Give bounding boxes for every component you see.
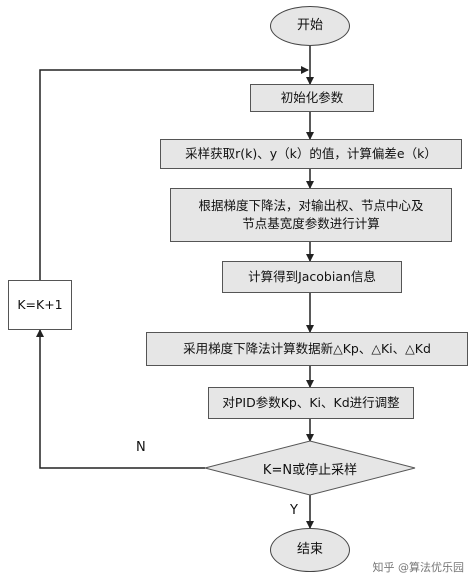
watermark: 知乎 @算法优乐园 [373, 559, 465, 575]
init-params-box: 初始化参数 [250, 84, 374, 112]
sample-compute-error-box: 采样获取r(k)、y（k）的值，计算偏差e（k） [160, 139, 462, 169]
sample-compute-error-label: 采样获取r(k)、y（k）的值，计算偏差e（k） [185, 146, 437, 161]
jacobian-box: 计算得到Jacobian信息 [222, 261, 402, 293]
arrow-increment-loopback [39, 66, 309, 280]
end-node-label: 结束 [296, 542, 323, 557]
end-node: 结束 [270, 528, 350, 572]
init-params-label: 初始化参数 [280, 90, 344, 105]
jacobian-label: 计算得到Jacobian信息 [248, 269, 376, 284]
start-node: 开始 [270, 6, 350, 46]
increment-k-label: K=K+1 [17, 297, 63, 312]
adjust-pid-label: 对PID参数Kp、Ki、Kd进行调整 [222, 395, 400, 410]
gradient-descent-box: 根据梯度下降法，对输出权、节点中心及 节点基宽度参数进行计算 [170, 188, 452, 242]
increment-k-box: K=K+1 [8, 280, 72, 330]
update-gains-label: 采用梯度下降法计算数据新△Kp、△Ki、△Kd [183, 341, 431, 356]
start-node-label: 开始 [296, 18, 323, 33]
gradient-descent-label-line1: 根据梯度下降法，对输出权、节点中心及 [198, 198, 424, 213]
decision-label: K=N或停止采样 [262, 463, 358, 478]
gradient-descent-label-line2: 节点基宽度参数进行计算 [242, 216, 380, 231]
adjust-pid-box: 对PID参数Kp、Ki、Kd进行调整 [208, 387, 414, 419]
decision-diamond [204, 440, 416, 496]
update-gains-box: 采用梯度下降法计算数据新△Kp、△Ki、△Kd [146, 332, 468, 366]
no-branch-label: N [136, 440, 146, 455]
arrow-decision-increment [36, 329, 205, 469]
yes-branch-label: Y [290, 503, 298, 518]
watermark-text: 知乎 @算法优乐园 [372, 561, 465, 574]
